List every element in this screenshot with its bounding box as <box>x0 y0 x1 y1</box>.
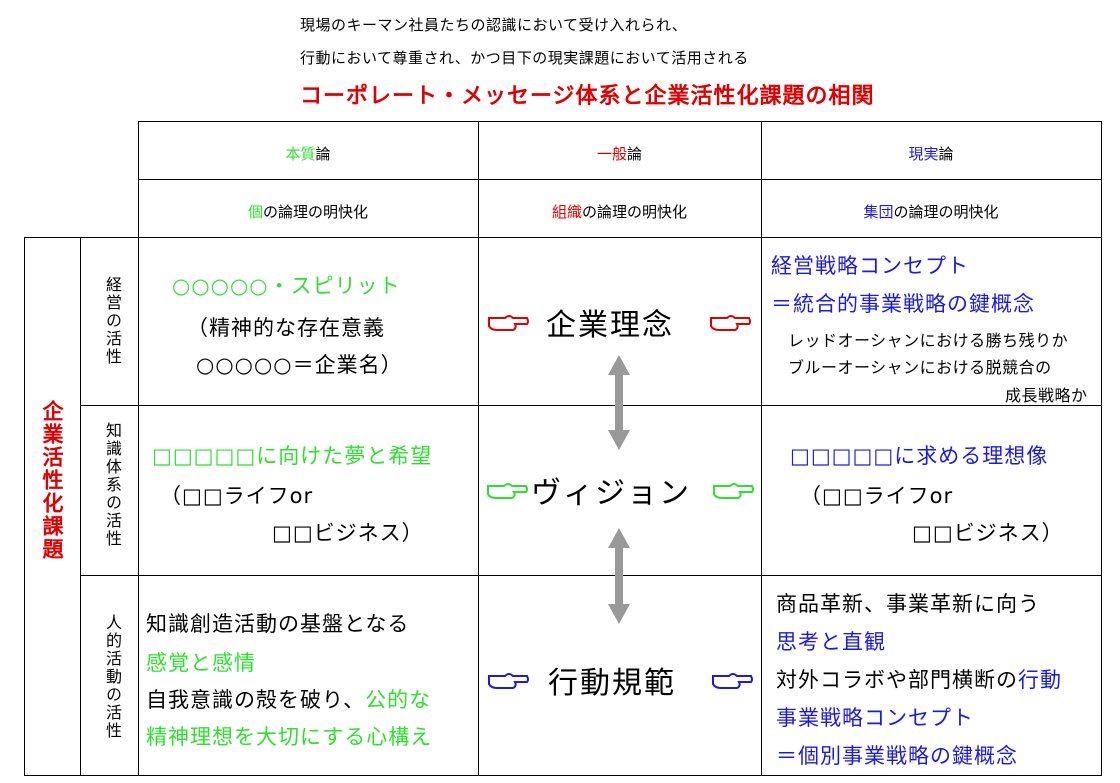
row1-right-line5: 成長戦略か <box>1005 386 1088 405</box>
column-subheader-individual: 個の論理の明快化 <box>247 203 369 221</box>
double-arrow-icon <box>608 355 630 450</box>
concept-code-of-conduct: 行動規範 <box>548 666 676 701</box>
column-subheader-group: 集団の論理の明快化 <box>863 203 999 221</box>
double-arrow-icon <box>608 528 630 624</box>
side-label: 企業活性化課題 <box>40 400 64 561</box>
concept-vision: ヴィジョン <box>531 476 691 511</box>
pointing-hand-right-icon <box>712 673 753 689</box>
row3-right-line1: 商品革新、事業革新に向う <box>776 592 1040 616</box>
row3-left-line3: 自我意識の殻を破り、公的な <box>146 688 432 712</box>
row3-left-line1: 知識創造活動の基盤となる <box>146 612 410 636</box>
pointing-hand-right-icon <box>487 483 528 499</box>
row3-left-line2: 感覚と感情 <box>146 651 256 675</box>
row1-right-line4: ブルーオーシャンにおける脱競合の <box>788 358 1052 377</box>
row3-right-line4: 事業戦略コンセプト <box>776 706 974 730</box>
row2-right-line3: □□ビジネス） <box>912 521 1064 545</box>
concept-corporate-philosophy: 企業理念 <box>546 308 674 343</box>
column-header-reality: 現実論 <box>908 145 954 163</box>
row2-left-line3: □□ビジネス） <box>272 521 424 545</box>
pointing-hand-right-icon <box>713 483 754 499</box>
column-header-essence: 本質論 <box>285 145 331 163</box>
row3-right-line5: ＝個別事業戦略の鍵概念 <box>776 744 1018 768</box>
row2-right-line1: □□□□□に求める理想像 <box>790 444 1049 468</box>
row1-right-line2: ＝統合的事業戦略の鍵概念 <box>771 292 1035 316</box>
row-label-management: 経営の活性 <box>103 276 122 366</box>
column-subheader-organization: 組織の論理の明快化 <box>551 203 688 221</box>
header-line-1: 現場のキーマン社員たちの認識において受け入れられ、 <box>300 16 688 34</box>
row1-left-line3: ○○○○○＝企業名） <box>196 353 403 377</box>
row2-left-line1: □□□□□に向けた夢と希望 <box>152 444 433 468</box>
row3-right-line2: 思考と直観 <box>776 630 886 654</box>
pointing-hand-right-icon <box>710 315 751 331</box>
row3-right-line3: 対外コラボや部門横断の行動 <box>776 668 1062 692</box>
row2-left-line2: （□□ライフor <box>160 484 314 508</box>
pointing-hand-right-icon <box>488 315 529 331</box>
row2-right-line2: （□□ライフor <box>800 484 954 508</box>
row-label-human: 人的活動の活性 <box>103 614 122 740</box>
row1-right-line3: レッドオーシャンにおける勝ち残りか <box>788 331 1069 350</box>
column-header-general: 一般論 <box>596 145 643 163</box>
row3-left-line4: 精神理想を大切にする心構え <box>146 725 433 749</box>
row1-left-line1: ○○○○○・スピリット <box>172 274 401 298</box>
row1-right-line1: 経営戦略コンセプト <box>771 254 969 278</box>
row1-left-line2: （精神的な存在意義 <box>187 316 385 340</box>
header-line-2: 行動において尊重され、かつ目下の現実課題において活用される <box>300 49 749 67</box>
page-title: コーポレート・メッセージ体系と企業活性化課題の相関 <box>300 84 875 109</box>
pointing-hand-right-icon <box>488 673 529 689</box>
row-label-knowledge: 知識体系の活性 <box>103 422 122 548</box>
